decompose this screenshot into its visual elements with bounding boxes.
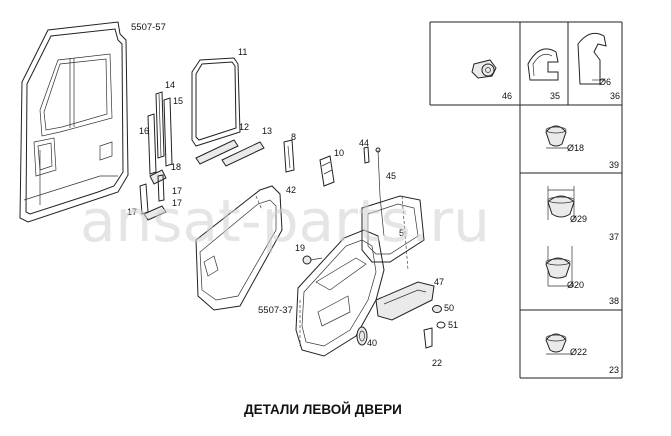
handle-22 bbox=[423, 327, 433, 349]
bracket-8 bbox=[283, 139, 295, 173]
plug-51 bbox=[436, 321, 446, 329]
label-8: 8 bbox=[291, 132, 296, 142]
label-16: 16 bbox=[139, 126, 149, 136]
hook-36-icon bbox=[577, 32, 607, 85]
label-15: 15 bbox=[173, 96, 183, 106]
bracket-10 bbox=[319, 155, 335, 187]
part-17-rod bbox=[157, 174, 165, 202]
cell-36-num: 36 bbox=[610, 91, 620, 101]
armrest-47 bbox=[375, 281, 435, 321]
label-14: 14 bbox=[165, 80, 175, 90]
cell-38-dim: Ø20 bbox=[567, 280, 584, 290]
label-45: 45 bbox=[386, 171, 396, 181]
part-19 bbox=[302, 255, 323, 265]
label-19: 19 bbox=[295, 243, 305, 253]
label-51: 51 bbox=[448, 320, 458, 330]
cell-39-dim: Ø18 bbox=[567, 143, 584, 153]
rod-44 bbox=[363, 146, 370, 164]
label-12: 12 bbox=[239, 122, 249, 132]
label-13: 13 bbox=[262, 126, 272, 136]
window-seal-11 bbox=[191, 57, 241, 147]
plug-38-icon bbox=[545, 246, 574, 287]
speaker-40 bbox=[356, 326, 368, 346]
cell-36-dim: Ø6 bbox=[599, 77, 611, 87]
lock-assembly-5 bbox=[361, 195, 425, 271]
ref-door: 5507-57 bbox=[131, 22, 166, 33]
diagram-caption: ДЕТАЛИ ЛЕВОЙ ДВЕРИ bbox=[244, 402, 402, 417]
label-11: 11 bbox=[238, 47, 247, 57]
strip-13 bbox=[221, 141, 265, 167]
strip-12 bbox=[195, 139, 239, 165]
ref-trim: 5507-37 bbox=[258, 305, 293, 316]
cell-46-num: 46 bbox=[502, 91, 512, 101]
cell-39-num: 39 bbox=[609, 160, 619, 170]
label-42: 42 bbox=[286, 185, 296, 195]
clip-35-icon bbox=[527, 48, 559, 81]
cell-35-num: 35 bbox=[550, 91, 560, 101]
door-inner-panel bbox=[195, 185, 283, 311]
label-5: 5 bbox=[399, 228, 404, 238]
channel-16 bbox=[147, 113, 157, 175]
label-50: 50 bbox=[444, 303, 454, 313]
label-40: 40 bbox=[367, 338, 377, 348]
label-17c: 17 bbox=[172, 198, 182, 208]
label-17b: 17 bbox=[127, 207, 137, 217]
cell-37-num: 37 bbox=[609, 232, 619, 242]
plug-39-icon bbox=[545, 125, 568, 149]
channel-15 bbox=[163, 97, 173, 167]
clip-46-icon bbox=[471, 59, 497, 79]
door-frame bbox=[19, 21, 129, 223]
cell-23-num: 23 bbox=[609, 365, 619, 375]
rod-45 bbox=[375, 147, 385, 237]
label-10: 10 bbox=[334, 148, 344, 158]
cell-38-num: 38 bbox=[609, 296, 619, 306]
parts-table: 46 35 Ø6 36 Ø18 39 Ø29 3 bbox=[429, 21, 623, 379]
label-17a: 17 bbox=[172, 186, 182, 196]
plug-23-icon bbox=[545, 333, 572, 355]
cell-23-dim: Ø22 bbox=[570, 347, 587, 357]
watermark: ansat-parts.ru bbox=[80, 187, 490, 255]
label-44: 44 bbox=[359, 138, 369, 148]
cell-37-dim: Ø29 bbox=[570, 214, 587, 224]
label-22: 22 bbox=[432, 358, 442, 368]
plug-37-icon bbox=[547, 186, 575, 220]
channel-14 bbox=[155, 91, 165, 159]
label-47: 47 bbox=[434, 277, 444, 287]
label-18: 18 bbox=[171, 162, 181, 172]
part-17-strip bbox=[143, 205, 167, 221]
plug-50 bbox=[432, 305, 442, 313]
